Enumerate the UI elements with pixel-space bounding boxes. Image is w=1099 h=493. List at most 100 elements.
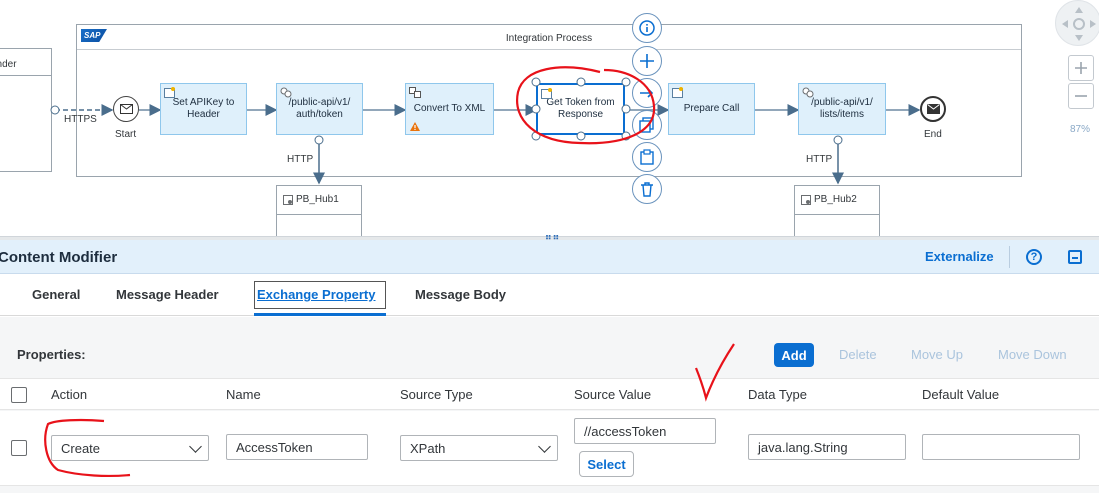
start-event[interactable] xyxy=(113,96,139,122)
request-reply-icon xyxy=(802,87,814,98)
tab-bar: General Message Header Exchange Property… xyxy=(0,274,1099,316)
step-prepare-call[interactable]: Prepare Call xyxy=(668,83,755,135)
delete-button[interactable]: Delete xyxy=(839,347,877,362)
pool-title: Integration Process xyxy=(505,33,593,44)
receiver-label-2: PB_Hub2 xyxy=(801,194,857,205)
externalize-link[interactable]: Externalize xyxy=(925,249,994,264)
zoom-in-button[interactable] xyxy=(1068,55,1094,81)
pan-control[interactable] xyxy=(1055,0,1099,46)
pan-arrows-icon xyxy=(1062,7,1096,41)
data-type-value: java.lang.String xyxy=(758,439,848,455)
start-label: Start xyxy=(115,129,137,140)
step-label: Prepare Call xyxy=(683,103,740,114)
info-icon xyxy=(639,20,655,36)
zoom-out-button[interactable] xyxy=(1068,83,1094,109)
source-value-input[interactable]: //accessToken xyxy=(574,418,716,444)
source-type-value: XPath xyxy=(410,440,446,456)
plus-icon xyxy=(640,54,654,68)
step-label: Convert To XML xyxy=(413,103,486,114)
default-value-input[interactable] xyxy=(922,434,1080,460)
warning-icon xyxy=(410,122,420,131)
minimize-icon[interactable] xyxy=(1068,250,1082,264)
flow-canvas[interactable]: ender SAP Integration Process xyxy=(0,0,1099,241)
step-label: /public-api/v1/ auth/token xyxy=(288,97,351,120)
step-list-items[interactable]: /public-api/v1/ lists/items xyxy=(798,83,886,135)
flow-connectors xyxy=(50,104,921,185)
panel-header: Content Modifier Externalize ? xyxy=(0,240,1099,274)
zoom-level: 87% xyxy=(1070,124,1091,135)
tab-exchange-property[interactable]: Exchange Property xyxy=(257,287,376,302)
col-source-value: Source Value xyxy=(574,387,652,402)
trash-icon xyxy=(641,182,653,197)
receiver-icon xyxy=(801,194,811,205)
col-action: Action xyxy=(51,387,88,402)
move-down-button[interactable]: Move Down xyxy=(998,347,1067,362)
select-all-checkbox[interactable] xyxy=(11,387,27,403)
step-auth-token[interactable]: /public-api/v1/ auth/token xyxy=(276,83,363,135)
selection-handles[interactable] xyxy=(530,76,632,142)
table-row: Create AccessToken XPath //accessToken S… xyxy=(0,411,1099,486)
table-header: Action Name Source Type Source Value Dat… xyxy=(0,378,1099,410)
receiver-name: PB_Hub1 xyxy=(296,194,339,205)
col-source-type: Source Type xyxy=(400,387,473,402)
receiver-pb-hub2[interactable]: PB_Hub2 xyxy=(794,185,880,241)
step-convert-xml[interactable]: Convert To XML xyxy=(405,83,494,135)
content-modifier-icon xyxy=(164,87,175,98)
http-label-2: HTTP xyxy=(806,154,833,165)
connect-button[interactable] xyxy=(632,78,662,108)
tab-message-body[interactable]: Message Body xyxy=(415,287,507,302)
name-input[interactable]: AccessToken xyxy=(226,434,368,460)
step-label: /public-api/v1/ lists/items xyxy=(811,97,873,120)
request-reply-icon xyxy=(280,87,292,98)
add-step-button[interactable] xyxy=(632,46,662,76)
receiver-icon xyxy=(283,194,293,205)
col-default-value: Default Value xyxy=(922,387,1000,402)
https-label: HTTPS xyxy=(64,114,97,125)
step-set-apikey[interactable]: Set APIKey to Header xyxy=(160,83,247,135)
paste-button[interactable] xyxy=(632,142,662,172)
splitter-grip-icon[interactable]: ⠿⠿ xyxy=(545,234,561,244)
panel-splitter[interactable] xyxy=(0,236,1099,240)
receiver-name: PB_Hub2 xyxy=(814,194,857,205)
action-select[interactable]: Create xyxy=(51,435,209,461)
sender-pool[interactable]: ender xyxy=(0,48,52,172)
source-value-text: //accessToken xyxy=(584,423,667,439)
col-data-type: Data Type xyxy=(748,387,808,402)
data-type-input[interactable]: java.lang.String xyxy=(748,434,906,460)
arrow-right-icon xyxy=(640,88,654,98)
add-button[interactable]: Add xyxy=(774,343,814,367)
copy-button[interactable] xyxy=(632,110,662,140)
receiver-pb-hub1[interactable]: PB_Hub1 xyxy=(276,185,362,241)
zoom-in-icon xyxy=(1075,62,1087,74)
clipboard-icon xyxy=(640,149,654,165)
envelope-filled-icon xyxy=(926,104,940,114)
sap-logo: SAP xyxy=(81,29,107,42)
delete-step-button[interactable] xyxy=(632,174,662,204)
help-icon[interactable]: ? xyxy=(1026,249,1042,265)
sender-label: ender xyxy=(0,59,17,70)
chevron-down-icon xyxy=(189,440,202,453)
tab-general[interactable]: General xyxy=(32,287,81,302)
zoom-out-icon xyxy=(1075,95,1087,97)
step-label: Set APIKey to Header xyxy=(172,97,235,120)
http-label-1: HTTP xyxy=(287,154,314,165)
source-type-select[interactable]: XPath xyxy=(400,435,558,461)
tab-message-header[interactable]: Message Header xyxy=(116,287,219,302)
end-event[interactable] xyxy=(920,96,946,122)
info-button[interactable] xyxy=(632,13,662,43)
envelope-icon xyxy=(119,104,133,114)
end-label: End xyxy=(924,129,942,140)
move-up-button[interactable]: Move Up xyxy=(911,347,964,362)
chevron-down-icon xyxy=(538,440,551,453)
panel-title: Content Modifier xyxy=(0,249,118,266)
receiver-label-1: PB_Hub1 xyxy=(283,194,339,205)
action-value: Create xyxy=(61,440,101,456)
select-button[interactable]: Select xyxy=(579,451,634,477)
row-checkbox[interactable] xyxy=(11,440,27,456)
properties-label: Properties: xyxy=(17,347,86,362)
content-modifier-icon xyxy=(672,87,683,98)
col-name: Name xyxy=(226,387,261,402)
name-value: AccessToken xyxy=(236,439,313,455)
converter-icon xyxy=(409,87,421,98)
